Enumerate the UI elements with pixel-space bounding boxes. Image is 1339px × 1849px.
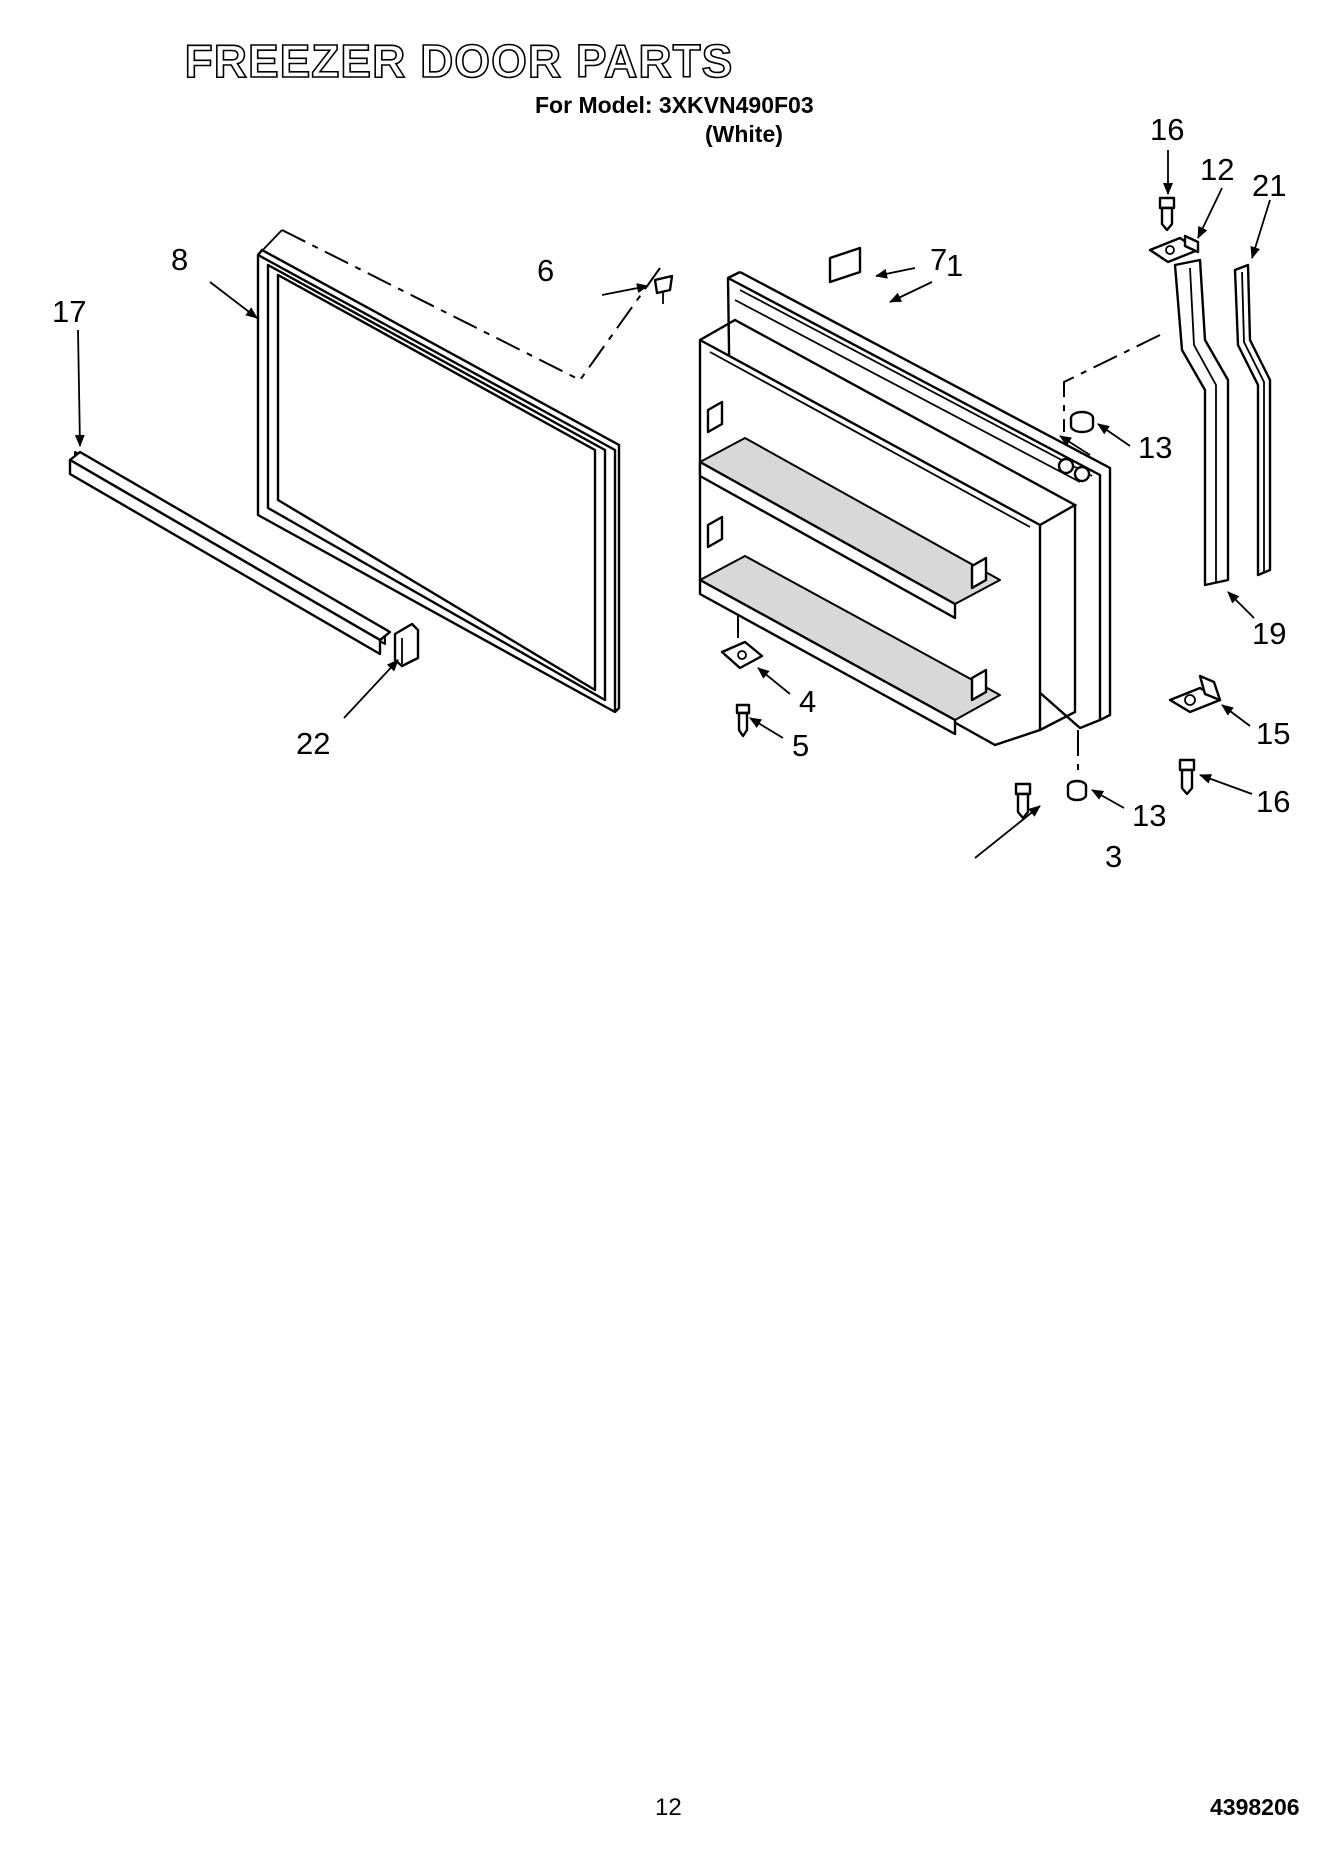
model-number: For Model: 3XKVN490F03 <box>535 92 814 118</box>
callout-1: 1 <box>946 248 963 283</box>
callout-19: 19 <box>1252 616 1286 651</box>
callout-16-bottom: 16 <box>1256 784 1290 819</box>
part-16-screw-top <box>1158 196 1176 232</box>
page-title: FREEZER DOOR PARTS <box>184 34 734 88</box>
part-3-screw <box>1014 782 1032 820</box>
part-13-plug-bottom <box>1066 779 1088 802</box>
callout-13-bottom: 13 <box>1132 798 1166 833</box>
callout-8: 8 <box>171 242 188 277</box>
callout-21: 21 <box>1252 168 1286 203</box>
alignment-line-gasket <box>281 229 581 381</box>
part-1-door-liner <box>698 270 1112 747</box>
alignment-line-hinge-top <box>1063 334 1161 432</box>
callout-22: 22 <box>296 726 330 761</box>
part-7-label <box>828 246 862 284</box>
part-19-handle <box>1173 258 1230 587</box>
part-13-plug-top <box>1069 410 1095 434</box>
part-8-door-gasket <box>256 229 621 714</box>
callout-16-top: 16 <box>1150 112 1184 147</box>
callout-17: 17 <box>52 294 86 329</box>
callout-13-top: 13 <box>1138 430 1172 465</box>
document-code: 4398206 <box>1210 1794 1300 1820</box>
part-5-screw <box>735 703 751 738</box>
part-15-lower-hinge <box>1168 674 1222 714</box>
alignment-line-pin <box>579 267 661 381</box>
page-number: 12 <box>655 1794 682 1821</box>
part-6-pin <box>653 274 674 304</box>
callout-12: 12 <box>1200 152 1234 187</box>
part-16-screw-bottom <box>1178 758 1196 796</box>
model-color: (White) <box>705 121 783 147</box>
part-17-trim-strip <box>68 450 392 656</box>
callout-5: 5 <box>792 728 809 763</box>
part-22-clip <box>393 622 420 668</box>
callout-15: 15 <box>1256 716 1290 751</box>
callout-leaders <box>74 150 1271 859</box>
callout-3: 3 <box>1105 839 1122 874</box>
part-12-upper-hinge <box>1148 234 1200 264</box>
part-21-handle-trim <box>1233 263 1272 577</box>
part-4-hinge-bracket <box>720 640 764 670</box>
callout-7: 7 <box>930 242 947 277</box>
callout-6: 6 <box>537 253 554 288</box>
callout-4: 4 <box>799 684 816 719</box>
